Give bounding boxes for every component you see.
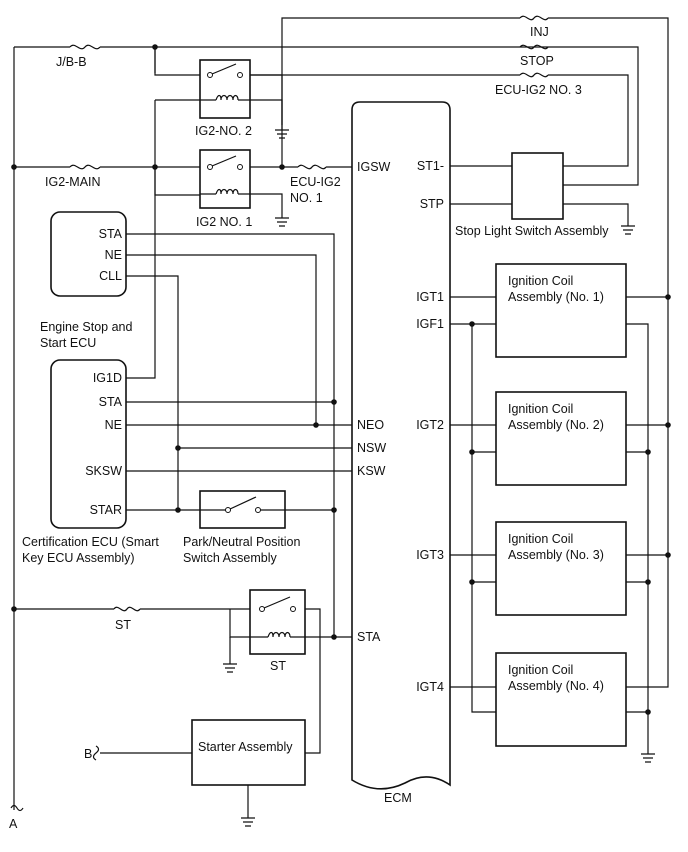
fuse-stop-label: STOP	[520, 54, 554, 68]
relay-ig2-no1-label: IG2 NO. 1	[196, 215, 252, 229]
stop-light-switch-label: Stop Light Switch Assembly	[455, 224, 609, 238]
labels: J/B-B IG2-MAIN INJ STOP ECU-IG2 NO. 3 EC…	[9, 25, 609, 831]
stop-light-switch	[511, 152, 564, 220]
ecm-pin-igsw: IGSW	[357, 160, 391, 174]
park-switch-label-1: Park/Neutral Position	[183, 535, 300, 549]
junction-dots	[11, 44, 671, 715]
fuse-st-label: ST	[115, 618, 131, 632]
ecm-pin-igt3: IGT3	[416, 548, 444, 562]
ecm-box	[351, 101, 451, 790]
ecm-pin-sta: STA	[357, 630, 381, 644]
ignition-coil-1-label-1: Ignition Coil	[508, 274, 573, 288]
wires	[10, 17, 669, 815]
ignition-coil-2-box	[495, 391, 627, 486]
connector-b-label: B	[84, 747, 92, 761]
ecm-pin-neo: NEO	[357, 418, 384, 432]
fuse-inj-label: INJ	[530, 25, 549, 39]
ecm-name: ECM	[384, 791, 412, 805]
fuse-jb-b-label: J/B-B	[56, 55, 87, 69]
fuse-symbols	[69, 15, 549, 612]
ignition-coil-4-box	[495, 652, 627, 747]
ecm-pin-igt2: IGT2	[416, 418, 444, 432]
ignition-coil-2-label-2: Assembly (No. 2)	[508, 418, 604, 432]
certification-ecu-box	[50, 359, 127, 529]
ecm-pin-stp: STP	[420, 197, 444, 211]
park-neutral-switch	[199, 490, 286, 529]
relay-st-label: ST	[270, 659, 286, 673]
starter-assembly-box	[191, 719, 306, 786]
cert-ecu-pin-star: STAR	[90, 503, 122, 517]
engine-stop-ecu-name-2: Start ECU	[40, 336, 96, 350]
engine-stop-ecu-name-1: Engine Stop and	[40, 320, 132, 334]
engine-stop-ecu-box	[50, 211, 127, 297]
relay-ig2-no2	[199, 59, 251, 119]
ignition-coil-3-box	[495, 521, 627, 616]
connector-a-label: A	[9, 817, 18, 831]
fuse-ecu-ig2-no1-label-1: ECU-IG2	[290, 175, 341, 189]
ecm-pin-ksw: KSW	[357, 464, 386, 478]
fuse-ig2-main-label: IG2-MAIN	[45, 175, 101, 189]
relay-ig2-no2-label: IG2-NO. 2	[195, 124, 252, 138]
ecm-pin-igt4: IGT4	[416, 680, 444, 694]
ignition-coil-1-label-2: Assembly (No. 1)	[508, 290, 604, 304]
cert-ecu-pin-sta: STA	[99, 395, 123, 409]
cert-ecu-pin-ig1d: IG1D	[93, 371, 122, 385]
ecm-pin-nsw: NSW	[357, 441, 386, 455]
engine-stop-ecu-pin-cll: CLL	[99, 269, 122, 283]
cert-ecu-pin-sksw: SKSW	[85, 464, 122, 478]
engine-stop-ecu-pin-sta: STA	[99, 227, 123, 241]
starter-assembly-label: Starter Assembly	[198, 740, 293, 754]
park-switch-label-2: Switch Assembly	[183, 551, 278, 565]
engine-stop-ecu-pin-ne: NE	[105, 248, 122, 262]
ignition-coil-4-label-1: Ignition Coil	[508, 663, 573, 677]
ecm-pin-st1: ST1-	[417, 159, 444, 173]
cert-ecu-name-1: Certification ECU (Smart	[22, 535, 159, 549]
ignition-coil-3-label-1: Ignition Coil	[508, 532, 573, 546]
ignition-coil-4-label-2: Assembly (No. 4)	[508, 679, 604, 693]
relay-st	[249, 589, 306, 655]
ecm-pin-igf1: IGF1	[416, 317, 444, 331]
ecm-pin-igt1: IGT1	[416, 290, 444, 304]
fuse-ecu-ig2-no1-label-2: NO. 1	[290, 191, 323, 205]
relay-ig2-no1	[199, 149, 251, 209]
ignition-coil-3-label-2: Assembly (No. 3)	[508, 548, 604, 562]
connector-b-symbol	[92, 745, 100, 761]
ignition-coil-2-label-1: Ignition Coil	[508, 402, 573, 416]
fuse-ecu-ig2-no3-label: ECU-IG2 NO. 3	[495, 83, 582, 97]
cert-ecu-pin-ne: NE	[105, 418, 122, 432]
ignition-coil-1-box	[495, 263, 627, 358]
ground-symbols	[223, 125, 655, 827]
cert-ecu-name-2: Key ECU Assembly)	[22, 551, 135, 565]
